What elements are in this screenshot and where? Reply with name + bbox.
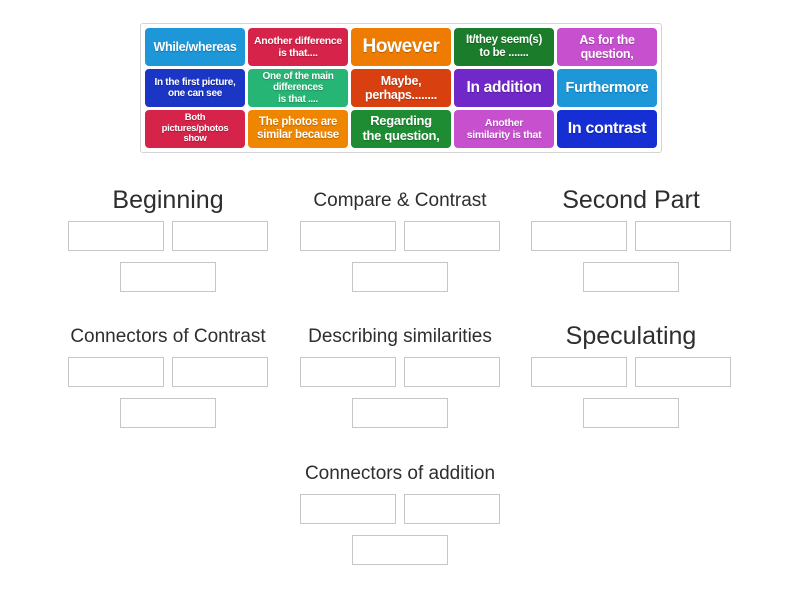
word-tile[interactable]: Furthermore <box>557 69 657 107</box>
word-tile[interactable]: One of the main differences is that .... <box>248 69 348 107</box>
drop-slot[interactable] <box>352 535 448 565</box>
drop-slot[interactable] <box>531 221 627 251</box>
drop-slot[interactable] <box>300 221 396 251</box>
category-title: Connectors of Contrast <box>70 325 266 347</box>
word-tile[interactable]: As for the question, <box>557 28 657 66</box>
word-tile[interactable]: Regarding the question, <box>351 110 451 148</box>
drop-slot[interactable] <box>583 262 679 292</box>
word-tile[interactable]: Another similarity is that <box>454 110 554 148</box>
category-title: Describing similarities <box>308 325 492 347</box>
drop-slot[interactable] <box>635 221 731 251</box>
category-describing-similarities: Describing similarities <box>300 316 500 428</box>
word-tile[interactable]: Maybe, perhaps........ <box>351 69 451 107</box>
category-speculating: Speculating <box>531 316 731 428</box>
category-beginning: Beginning <box>68 180 268 292</box>
category-title: Beginning <box>112 186 224 214</box>
drop-slot[interactable] <box>531 357 627 387</box>
drop-slot[interactable] <box>404 357 500 387</box>
category-second-part: Second Part <box>531 180 731 292</box>
drop-slot[interactable] <box>404 494 500 524</box>
word-tray: While/whereas Another difference is that… <box>140 23 662 153</box>
word-tile[interactable]: Both pictures/photos show <box>145 110 245 148</box>
category-title: Connectors of addition <box>304 462 496 484</box>
drop-slot[interactable] <box>300 494 396 524</box>
drop-slot[interactable] <box>120 262 216 292</box>
word-tile[interactable]: In contrast <box>557 110 657 148</box>
word-tile[interactable]: However <box>351 28 451 66</box>
drop-slot[interactable] <box>68 221 164 251</box>
word-tile[interactable]: It/they seem(s) to be ....... <box>454 28 554 66</box>
category-title: Second Part <box>562 186 700 214</box>
word-tile[interactable]: While/whereas <box>145 28 245 66</box>
drop-slot[interactable] <box>352 262 448 292</box>
drop-slot[interactable] <box>404 221 500 251</box>
word-tile[interactable]: The photos are similar because <box>248 110 348 148</box>
category-title: Speculating <box>565 322 697 350</box>
drop-slot[interactable] <box>583 398 679 428</box>
word-tile[interactable]: Another difference is that.... <box>248 28 348 66</box>
word-tile[interactable]: In the first picture, one can see <box>145 69 245 107</box>
drop-slot[interactable] <box>300 357 396 387</box>
category-connectors-of-addition: Connectors of addition <box>300 453 500 565</box>
drop-slot[interactable] <box>635 357 731 387</box>
category-compare-contrast: Compare & Contrast <box>300 180 500 292</box>
word-tile[interactable]: In addition <box>454 69 554 107</box>
drop-slot[interactable] <box>172 221 268 251</box>
category-connectors-of-contrast: Connectors of Contrast <box>68 316 268 428</box>
drop-slot[interactable] <box>172 357 268 387</box>
category-title: Compare & Contrast <box>313 189 487 211</box>
drop-slot[interactable] <box>68 357 164 387</box>
drop-slot[interactable] <box>120 398 216 428</box>
drop-slot[interactable] <box>352 398 448 428</box>
